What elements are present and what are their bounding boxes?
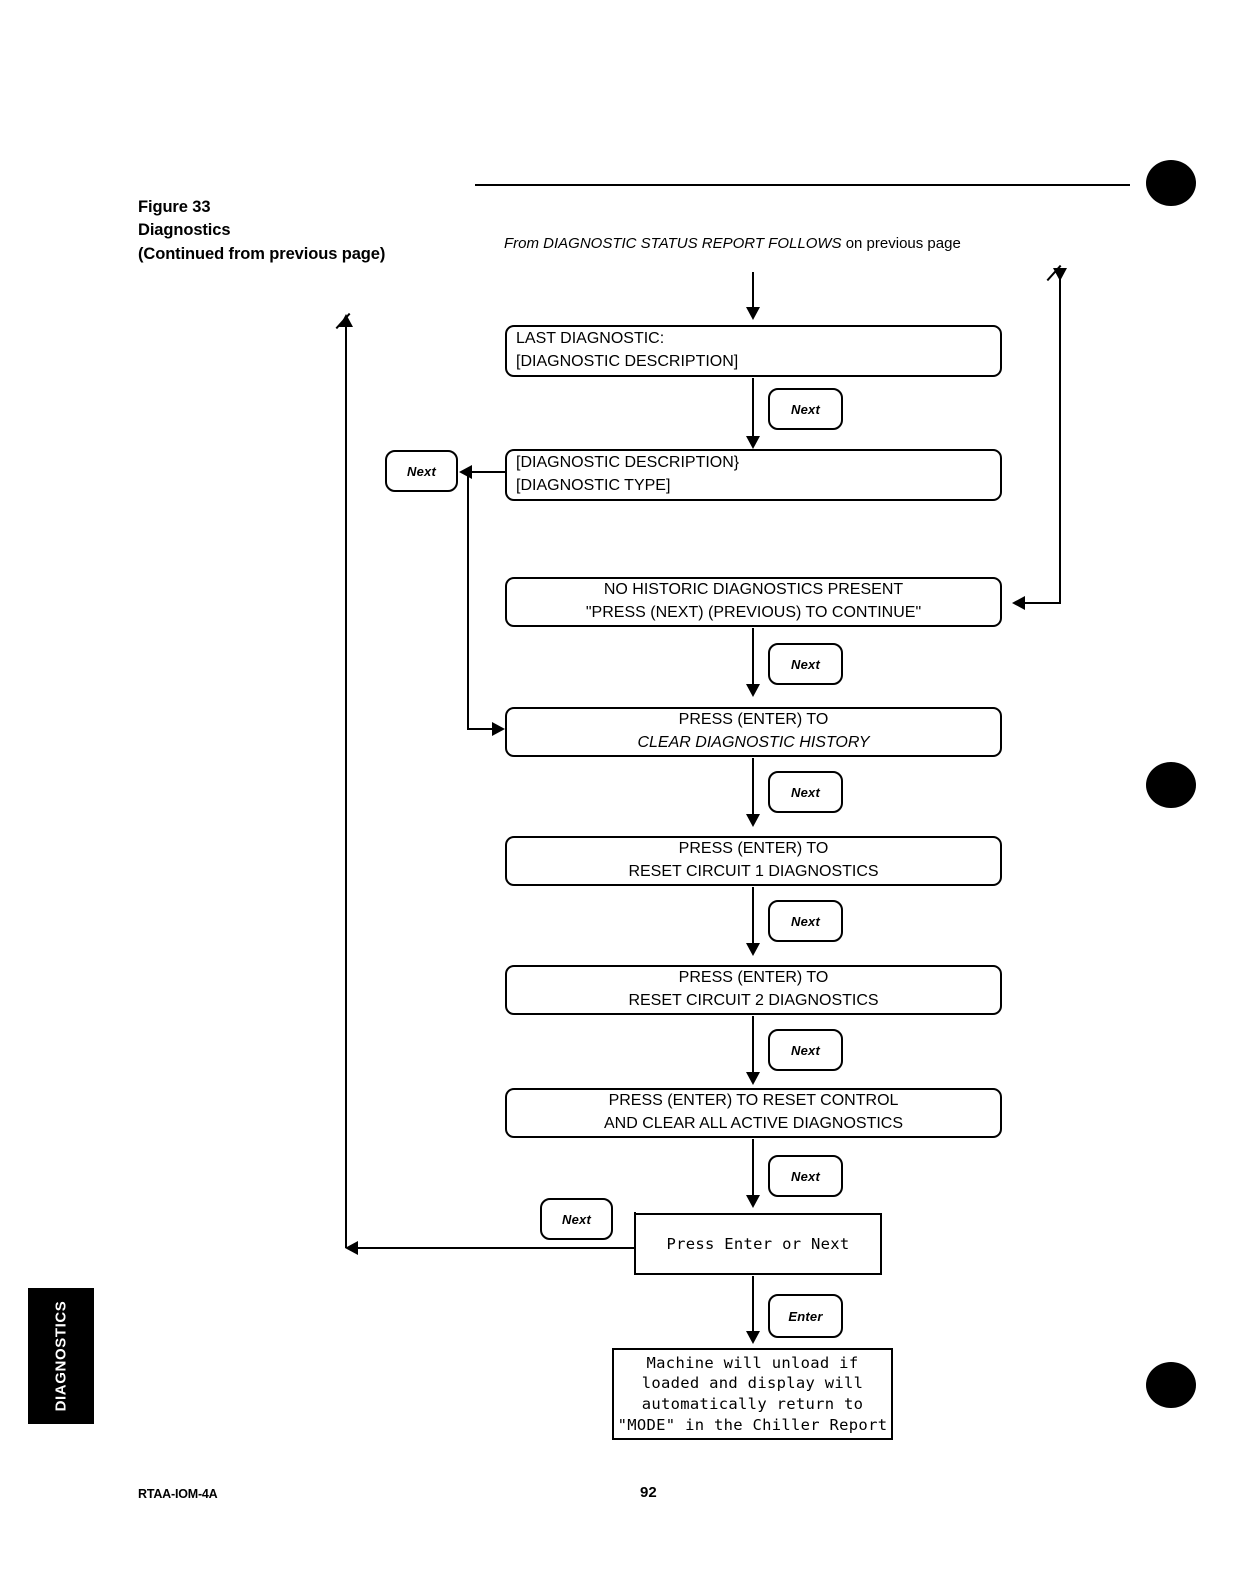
box-reset-circuit-1-line-1: PRESS (ENTER) TO — [678, 840, 829, 858]
display-line-4: "MODE" in the Chiller Report — [617, 1415, 888, 1434]
key-label: Next — [791, 401, 820, 417]
key-next-loop-from-description[interactable]: Next — [385, 450, 458, 492]
box-clear-diagnostic-history: PRESS (ENTER) TO CLEAR DIAGNOSTIC HISTOR… — [505, 707, 1002, 757]
connector-box3-to-box4-arrowhead — [746, 684, 760, 697]
key-next-after-reset-circuit-1[interactable]: Next — [768, 900, 843, 942]
figure-caption-line-3: (Continued from previous page) — [138, 244, 386, 263]
loop-box2-horizontal-out — [461, 471, 506, 473]
box-last-diagnostic: LAST DIAGNOSTIC: [DIAGNOSTIC DESCRIPTION… — [505, 325, 1002, 377]
right-return-arrowhead — [1012, 596, 1025, 610]
key-label: Next — [791, 1168, 820, 1184]
right-return-vertical — [1059, 278, 1061, 604]
left-return-horizontal-arrowhead — [345, 1241, 358, 1255]
key-label: Next — [562, 1211, 591, 1227]
display-line-1: Machine will unload if — [646, 1353, 859, 1372]
left-return-arrowhead-up — [339, 314, 353, 327]
right-path-arrowhead-down — [1053, 268, 1067, 281]
box-diagnostic-description-line-2: [DIAGNOSTIC TYPE] — [516, 477, 671, 494]
connector-box1-to-box2 — [752, 378, 754, 438]
figure-caption-line-1: Figure 33 — [138, 198, 211, 216]
flow-source-note-emphasis: From DIAGNOSTIC STATUS REPORT FOLLOWS — [504, 235, 842, 252]
box-no-historic-diagnostics: NO HISTORIC DIAGNOSTICS PRESENT "PRESS (… — [505, 577, 1002, 627]
section-thumb-tab: DIAGNOSTICS — [28, 1288, 94, 1424]
key-enter-to-unload[interactable]: Enter — [768, 1294, 843, 1338]
key-next-after-clear-history[interactable]: Next — [768, 771, 843, 813]
binder-hole-mark-bottom — [1146, 1362, 1196, 1408]
connector-box3-to-box4 — [752, 628, 754, 686]
box-last-diagnostic-line-2: [DIAGNOSTIC DESCRIPTION] — [516, 353, 739, 370]
box-reset-circuit-1: PRESS (ENTER) TO RESET CIRCUIT 1 DIAGNOS… — [505, 836, 1002, 886]
header-rule — [475, 184, 1130, 186]
box-last-diagnostic-line-1: LAST DIAGNOSTIC: — [516, 330, 665, 348]
display-press-enter-or-next: Press Enter or Next — [634, 1213, 882, 1275]
flow-source-note: From DIAGNOSTIC STATUS REPORT FOLLOWS on… — [504, 235, 961, 252]
box-diagnostic-description: [DIAGNOSTIC DESCRIPTION} [DIAGNOSTIC TYP… — [505, 449, 1002, 501]
left-return-horizontal — [358, 1247, 636, 1249]
connector-source-to-box1 — [752, 272, 754, 310]
key-next-after-no-historic[interactable]: Next — [768, 643, 843, 685]
display-line-2: loaded and display will — [641, 1374, 864, 1393]
loop-box2-arrowhead-in — [492, 722, 505, 736]
right-return-horizontal — [1025, 602, 1061, 604]
connector-box7-to-mono1 — [752, 1139, 754, 1197]
footer-document-code: RTAA-IOM-4A — [138, 1487, 218, 1501]
box-clear-diagnostic-history-line-2: CLEAR DIAGNOSTIC HISTORY — [637, 734, 870, 751]
connector-mono1-to-mono2 — [752, 1276, 754, 1333]
left-return-vertical — [345, 327, 347, 1248]
box-diagnostic-description-line-1: [DIAGNOSTIC DESCRIPTION} — [516, 454, 740, 472]
connector-box4-to-box5-arrowhead — [746, 814, 760, 827]
binder-hole-mark-top — [1146, 160, 1196, 206]
box-reset-circuit-2: PRESS (ENTER) TO RESET CIRCUIT 2 DIAGNOS… — [505, 965, 1002, 1015]
figure-caption: Figure 33 Diagnostics (Continued from pr… — [138, 196, 468, 266]
box-reset-control: PRESS (ENTER) TO RESET CONTROL AND CLEAR… — [505, 1088, 1002, 1138]
footer-page-number: 92 — [640, 1484, 657, 1501]
connector-box7-to-mono1-arrowhead — [746, 1195, 760, 1208]
box-no-historic-diagnostics-line-1: NO HISTORIC DIAGNOSTICS PRESENT — [603, 581, 904, 599]
display-machine-unload: Machine will unload if loaded and displa… — [612, 1348, 893, 1440]
connector-source-to-box1-arrowhead — [746, 307, 760, 320]
figure-caption-line-2: Diagnostics — [138, 221, 231, 240]
key-next-after-reset-circuit-2[interactable]: Next — [768, 1029, 843, 1071]
box-reset-circuit-1-line-2: RESET CIRCUIT 1 DIAGNOSTICS — [628, 863, 879, 880]
box-reset-control-line-2: AND CLEAR ALL ACTIVE DIAGNOSTICS — [603, 1115, 904, 1132]
key-next-loop-to-top[interactable]: Next — [540, 1198, 613, 1240]
connector-box4-to-box5 — [752, 758, 754, 816]
section-thumb-tab-label: DIAGNOSTICS — [52, 1300, 70, 1412]
key-label: Next — [407, 463, 436, 479]
key-label: Next — [791, 656, 820, 672]
flow-source-note-tail: on previous page — [841, 235, 961, 252]
key-label: Enter — [788, 1308, 823, 1324]
loop-box2-vertical — [467, 471, 469, 729]
connector-box6-to-box7 — [752, 1016, 754, 1074]
key-label: Next — [791, 1042, 820, 1058]
key-next-after-reset-control[interactable]: Next — [768, 1155, 843, 1197]
box-no-historic-diagnostics-line-2: "PRESS (NEXT) (PREVIOUS) TO CONTINUE" — [585, 604, 922, 621]
connector-box5-to-box6 — [752, 887, 754, 945]
connector-box1-to-box2-arrowhead — [746, 436, 760, 449]
connector-box6-to-box7-arrowhead — [746, 1072, 760, 1085]
loop-box2-arrowhead-to-next-key — [459, 465, 472, 479]
loop-box2-horizontal-in — [467, 728, 499, 730]
box-reset-circuit-2-line-2: RESET CIRCUIT 2 DIAGNOSTICS — [628, 992, 879, 1009]
display-line-3: automatically return to — [641, 1395, 864, 1413]
connector-box5-to-box6-arrowhead — [746, 943, 760, 956]
key-label: Next — [791, 913, 820, 929]
display-line-1: Press Enter or Next — [666, 1234, 850, 1253]
box-reset-circuit-2-line-1: PRESS (ENTER) TO — [678, 969, 829, 987]
connector-mono1-to-mono2-arrowhead — [746, 1331, 760, 1344]
binder-hole-mark-middle — [1146, 762, 1196, 808]
box-clear-diagnostic-history-line-1: PRESS (ENTER) TO — [678, 711, 829, 729]
box-reset-control-line-1: PRESS (ENTER) TO RESET CONTROL — [608, 1092, 899, 1110]
key-next-after-last-diagnostic[interactable]: Next — [768, 388, 843, 430]
key-label: Next — [791, 784, 820, 800]
